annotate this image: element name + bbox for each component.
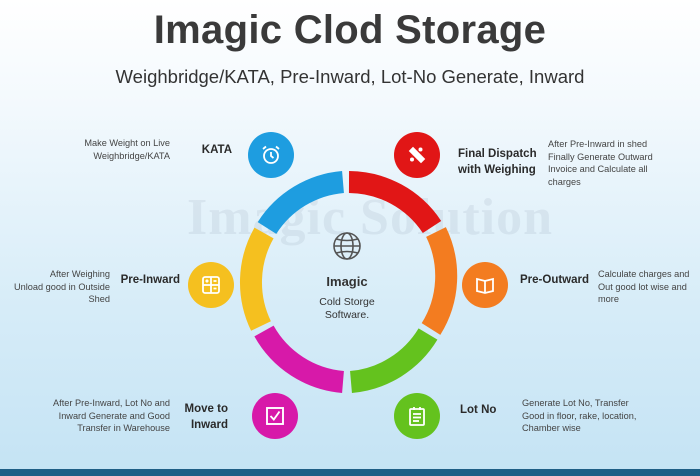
lot-no-circle: [394, 393, 440, 439]
ring-segment-final-dispatch: [348, 171, 442, 234]
move-to-inward-circle: [252, 393, 298, 439]
ring-segment-pre-inward: [240, 227, 274, 331]
kata-circle: [248, 132, 294, 178]
center-subtitle: Cold Storge Software.: [319, 296, 375, 321]
puzzle-icon: [408, 146, 426, 164]
kata-label: KATA: [201, 144, 232, 156]
pre-outward-label: Pre-Outward: [520, 274, 590, 286]
kata-description: Make Weight on Live Weighbridge/KATA: [84, 138, 170, 161]
ring-segment-pre-outward: [421, 227, 458, 335]
center-title: Imagic: [326, 274, 368, 289]
calculator-icon: [202, 276, 220, 294]
lot-no-description: Generate Lot No, Transfer Good in floor,…: [522, 398, 637, 433]
book-icon: [476, 277, 494, 294]
checkbox-icon: [266, 407, 284, 425]
footer-bar: [0, 469, 700, 476]
page-title: Imagic Clod Storage: [153, 8, 547, 52]
lot-no-label: Lot No: [460, 404, 497, 416]
pre-inward-label: Pre-Inward: [120, 274, 180, 286]
final-dispatch-circle: [394, 132, 440, 178]
page-subtitle: Weighbridge/KATA, Pre-Inward, Lot-No Gen…: [115, 66, 585, 87]
final-dispatch-label: Final Dispatch with Weighing: [458, 148, 537, 176]
pre-inward-description: After Weighing Unload good in Outside Sh…: [13, 269, 110, 304]
move-to-inward-label: Move to Inward: [184, 403, 228, 431]
pre-inward-circle: [188, 262, 234, 308]
ring-segment-lot-no: [349, 328, 438, 393]
ring-segment-move-to-inward: [254, 325, 345, 393]
pre-outward-circle: [462, 262, 508, 308]
watermark: Imagic Solution: [186, 189, 554, 246]
move-to-inward-description: After Pre-Inward, Lot No and Inward Gene…: [53, 398, 170, 433]
notepad-icon: [409, 407, 425, 426]
final-dispatch-description: After Pre-Inward in shed Finally Generat…: [548, 139, 653, 187]
alarm-clock-icon: [262, 145, 280, 164]
pre-outward-description: Calculate charges and Out good lot wise …: [598, 269, 690, 304]
ring-segment-kata: [257, 171, 345, 235]
globe-icon: [333, 232, 361, 260]
